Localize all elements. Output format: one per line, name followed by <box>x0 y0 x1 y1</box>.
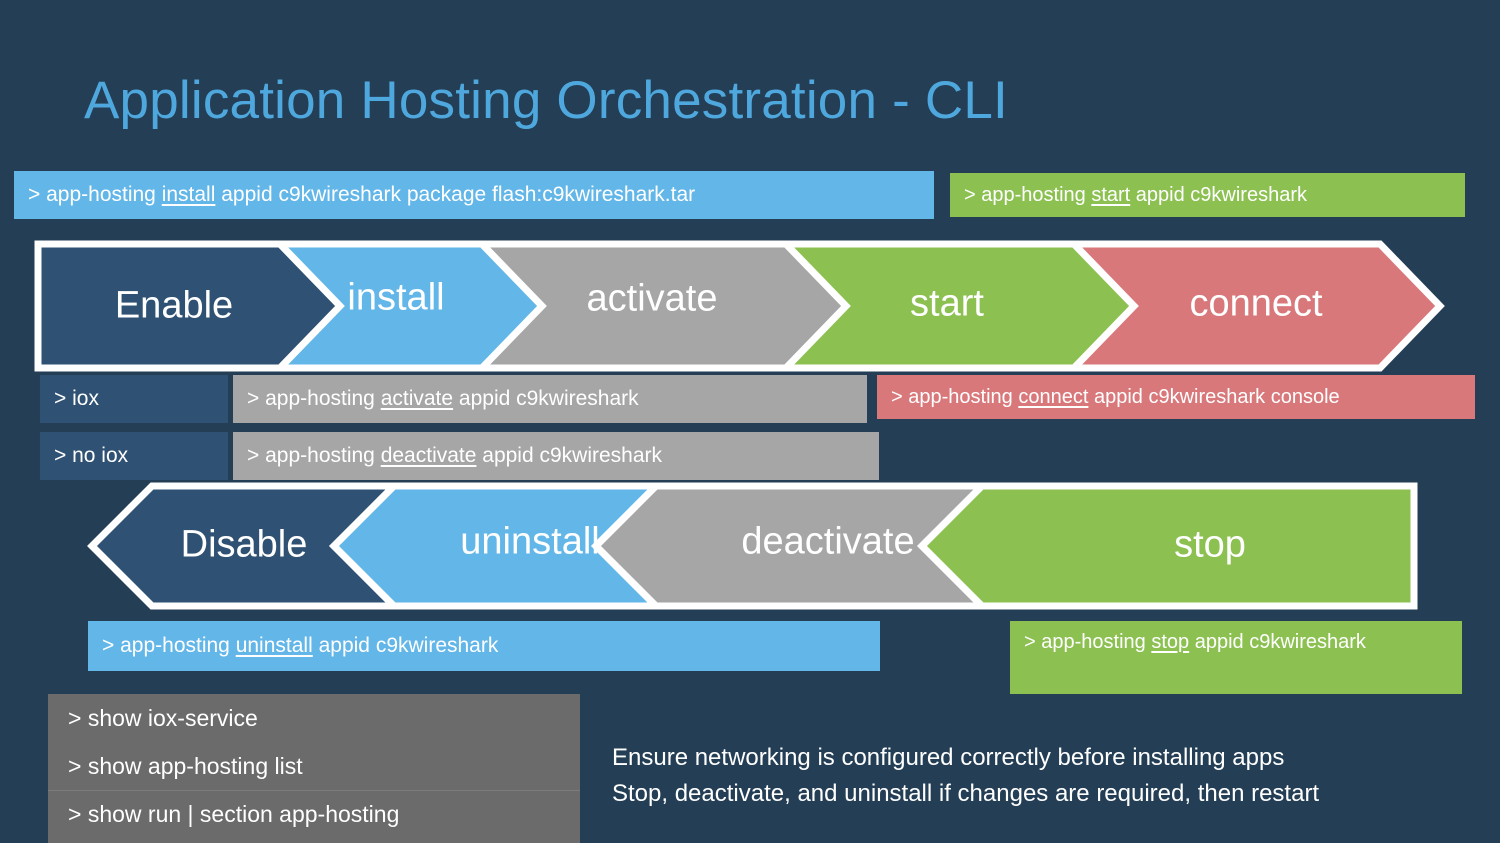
command-text-deactivate: > app-hosting deactivate appid c9kwiresh… <box>247 443 663 467</box>
command-chip-deactivate[interactable]: > app-hosting deactivate appid c9kwiresh… <box>233 432 879 480</box>
command-chip-install[interactable]: > app-hosting install appid c9kwireshark… <box>14 171 934 219</box>
page-title: Application Hosting Orchestration - CLI <box>84 71 1008 130</box>
command-text-uninstall: > app-hosting uninstall appid c9kwiresha… <box>102 633 499 657</box>
command-chip-stop[interactable]: > app-hosting stop appid c9kwireshark <box>1010 621 1462 694</box>
notes-text: Ensure networking is configured correctl… <box>612 740 1492 813</box>
show-command-text: > show run | section app-hosting <box>68 801 400 827</box>
disable-flow-bar: Disable uninstall deactivate stop <box>22 482 1418 610</box>
command-text-start: > app-hosting start appid c9kwireshark <box>964 183 1307 206</box>
command-chip-uninstall[interactable]: > app-hosting uninstall appid c9kwiresha… <box>88 621 880 671</box>
show-command-row-app-hosting-list[interactable]: > show app-hosting list <box>48 742 580 790</box>
flow-segment-connect <box>1065 240 1445 372</box>
command-text-install: > app-hosting install appid c9kwireshark… <box>28 182 696 206</box>
command-chip-no-iox[interactable]: > no iox <box>40 432 228 480</box>
command-text-connect: > app-hosting connect appid c9kwireshark… <box>891 385 1340 408</box>
command-chip-start[interactable]: > app-hosting start appid c9kwireshark <box>950 173 1465 217</box>
command-text-activate: > app-hosting activate appid c9kwireshar… <box>247 386 639 410</box>
command-text-no-iox: > no iox <box>54 443 129 467</box>
command-chip-iox[interactable]: > iox <box>40 375 228 423</box>
show-command-row-show-run-section[interactable]: > show run | section app-hosting <box>48 790 580 838</box>
show-command-row-iox-service[interactable]: > show iox-service <box>48 694 580 742</box>
note-line-1: Ensure networking is configured correctl… <box>612 744 1285 771</box>
command-text-iox: > iox <box>54 386 99 410</box>
command-chip-connect[interactable]: > app-hosting connect appid c9kwireshark… <box>877 375 1475 419</box>
show-command-text: > show app-hosting list <box>68 752 303 779</box>
show-command-text: > show iox-service <box>68 704 258 731</box>
flow-segment-stop <box>917 482 1418 610</box>
enable-flow-bar: Enable install activate start connect <box>34 240 1445 372</box>
command-chip-activate[interactable]: > app-hosting activate appid c9kwireshar… <box>233 375 867 423</box>
note-line-2: Stop, deactivate, and uninstall if chang… <box>612 780 1320 808</box>
command-text-stop: > app-hosting stop appid c9kwireshark <box>1024 631 1366 653</box>
show-commands-block: > show iox-service > show app-hosting li… <box>48 694 580 843</box>
